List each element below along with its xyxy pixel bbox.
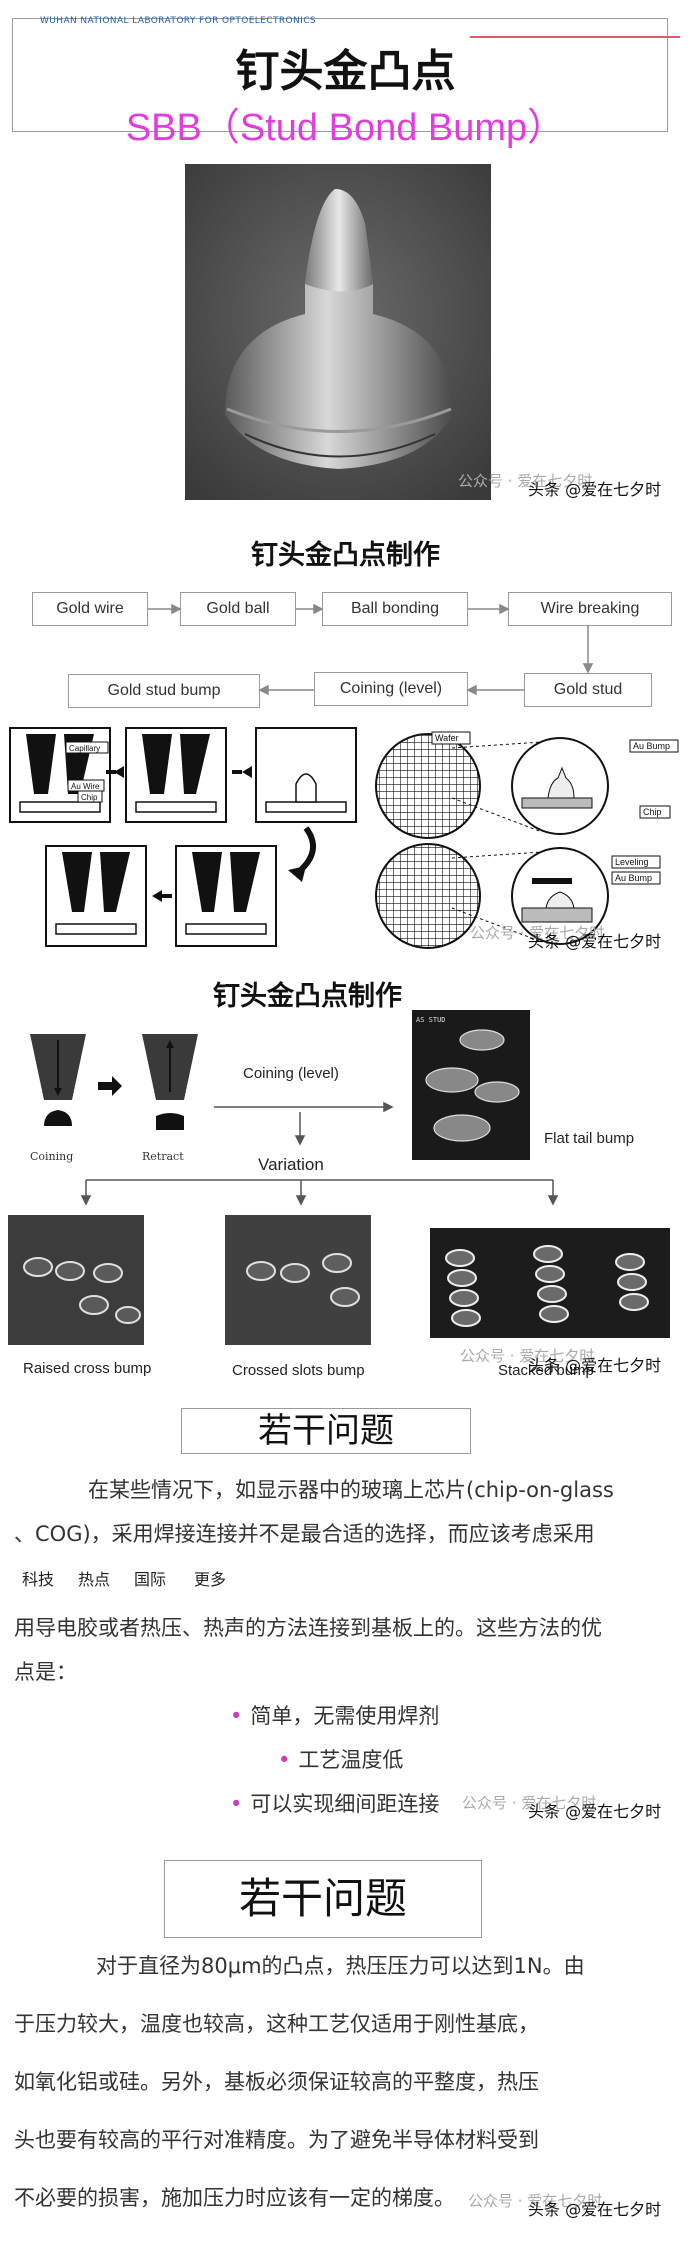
wire-bonding-process-drawing: Capillary Au Wire Chip [6,724,376,958]
label-leveling: Leveling [615,857,649,867]
slide4-para-line-2: 、COG)，采用焊接连接并不是最合适的选择，而应该考虑采用 [14,1522,595,1546]
slide4-para-line-4: 点是： [14,1660,77,1684]
slide5-line-5: 不必要的损害，施加压力时应该有一定的梯度。 [14,2186,455,2210]
nav-tab-international[interactable]: 国际 [134,1570,167,1589]
raised-cross-bump-photo [8,1215,144,1345]
watermark: 公众号 · 爱在七夕时 [468,2192,603,2210]
header-accent-line [470,36,680,38]
slide1-title-cn: 钉头金凸点 [235,46,456,97]
flow-ball-bonding: Ball bonding [322,592,468,626]
watermark: 公众号 · 爱在七夕时 [470,924,605,942]
slide5-title: 若干问题 [164,1860,482,1938]
watermark: 公众号 · 爱在七夕时 [458,472,593,490]
bullet-item: •可以实现细间距连接 [230,1792,440,1816]
photo-label: AS STUD [416,1016,446,1024]
flow-gold-stud-bump: Gold stud bump [68,674,260,708]
watermark: 公众号 · 爱在七夕时 [462,1794,597,1812]
category-nav-bar [0,1558,691,1608]
slide5-line-2: 于压力较大，温度也较高，这种工艺仅适用于刚性基底， [14,2012,539,2036]
slide1-title-en: SBB（Stud Bond Bump） [125,107,566,149]
slide4-title: 若干问题 [181,1408,471,1454]
source-label: 头条 @爱在七夕时 [528,1802,662,1821]
slide2-title: 钉头金凸点制作 [251,540,440,571]
source-label: 头条 @爱在七夕时 [528,480,662,499]
stud-bump-sem-image [185,164,491,500]
label-crossed-slots-bump: Crossed slots bump [232,1362,365,1379]
label-chip-2: Chip [643,807,662,817]
bullet-item: •简单，无需使用焊剂 [230,1704,440,1728]
flow-gold-wire: Gold wire [32,592,148,626]
flow-wire-breaking: Wire breaking [508,592,672,626]
nav-tab-more[interactable]: 更多 [194,1570,227,1589]
bullet-item: •工艺温度低 [278,1748,404,1772]
wafer-bump-drawing: Wafer Au Bump Chip Leveling Au Bump [372,728,682,956]
label-chip: Chip [81,793,98,802]
nav-tab-tech[interactable]: 科技 [22,1570,55,1589]
slide-title-frame [12,18,668,132]
label-stacked-bump: Stacked bump [498,1362,594,1379]
label-coining: Coining [30,1150,74,1163]
label-au-bump-2: Au Bump [615,873,652,883]
label-raised-cross-bump: Raised cross bump [23,1360,152,1377]
stacked-bump-photo [430,1228,670,1338]
coining-retract-drawing [24,1030,204,1170]
label-wafer: Wafer [435,733,459,743]
slide3-title: 钉头金凸点制作 [213,981,402,1012]
source-label: 头条 @爱在七夕时 [528,2200,662,2219]
label-au-wire: Au Wire [71,782,100,791]
source-label: 头条 @爱在七夕时 [528,932,662,951]
label-retract: Retract [142,1150,184,1163]
source-label: 头条 @爱在七夕时 [528,1356,662,1375]
flow-arrows [148,603,594,696]
label-flat-tail-bump: Flat tail bump [544,1130,635,1147]
label-au-bump: Au Bump [633,741,670,751]
slide5-line-1: 对于直径为80μm的凸点，热压压力可以达到1N。由 [96,1954,585,1978]
label-variation: Variation [258,1155,324,1174]
lab-name: WUHAN NATIONAL LABORATORY FOR OPTOELECTR… [40,16,316,26]
flow-coining: Coining (level) [314,672,468,706]
flow-gold-ball: Gold ball [180,592,296,626]
watermark: 公众号 · 爱在七夕时 [460,1347,595,1365]
slide4-para-line-3: 用导电胶或者热压、热声的方法连接到基板上的。这些方法的优 [14,1616,602,1640]
flat-tail-bump-photo: AS STUD [412,1010,530,1160]
variation-arrows [80,1101,559,1206]
label-coining-level: Coining (level) [243,1065,339,1082]
slide4-para-line-1: 在某些情况下，如显示器中的玻璃上芯片(chip-on-glass [88,1478,614,1502]
nav-tab-hot[interactable]: 热点 [78,1570,111,1589]
crossed-slots-bump-photo [225,1215,371,1345]
slide5-line-3: 如氧化铝或硅。另外，基板必须保证较高的平整度，热压 [14,2070,539,2094]
slide5-line-4: 头也要有较高的平行对准精度。为了避免半导体材料受到 [14,2128,539,2152]
label-capillary: Capillary [69,744,100,753]
